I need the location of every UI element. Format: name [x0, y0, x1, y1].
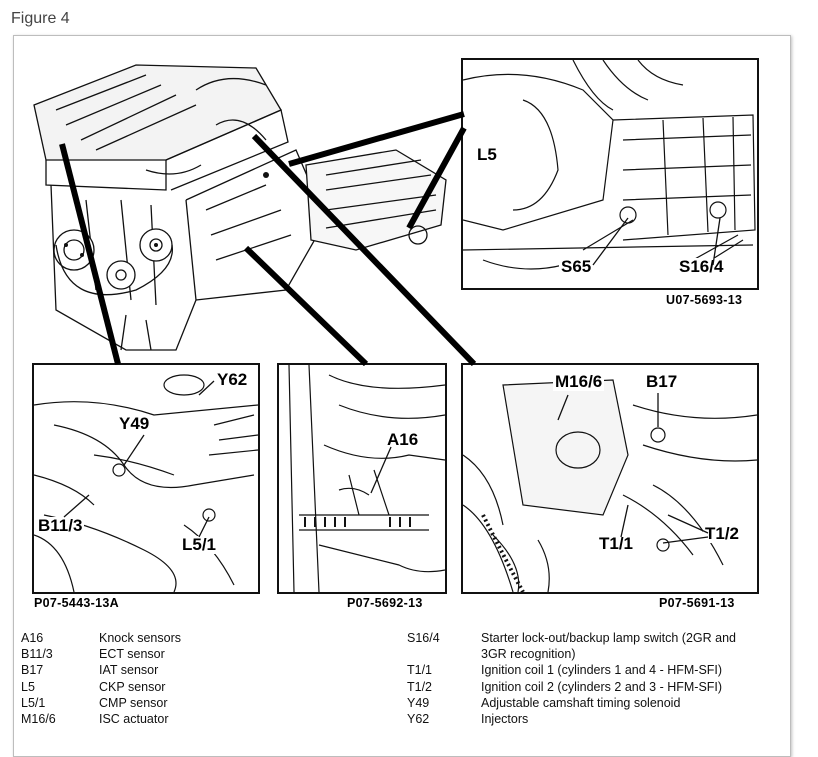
legend-code: M16/6: [21, 711, 56, 726]
legend-row: A16 Knock sensors: [21, 630, 381, 646]
legend-desc: CMP sensor: [99, 695, 168, 710]
legend-code: B11/3: [21, 647, 53, 662]
legend-desc: Ignition coil 1 (cylinders 1 and 4 - HFM…: [481, 663, 723, 678]
callout-Y62: Y62: [215, 370, 250, 389]
legend-desc: ISC actuator: [99, 711, 169, 726]
legend-code: Y62: [407, 711, 430, 726]
legend-desc: CKP sensor: [99, 679, 166, 694]
left-detail-illustration: [34, 374, 258, 592]
figure-frame: L5 S65 S16/4 U07-5693-13 Y62 Y49 B11/3 L…: [13, 35, 791, 757]
legend-row: B11/3 ECT sensor: [21, 646, 381, 662]
legend-code: Y49: [407, 695, 430, 710]
right-detail-illustration: [463, 379, 757, 592]
callout-S65: S65: [559, 257, 594, 276]
middle-detail-illustration: [288, 365, 445, 592]
panel-middle-detail: A16: [277, 363, 447, 594]
legend-row: S16/4 Starter lock-out/backup lamp switch…: [407, 630, 777, 646]
legend-desc: Starter lock-out/backup lamp switch (2GR…: [481, 631, 736, 645]
code-top-right: U07-5693-13: [666, 293, 743, 307]
panel-right-detail: M16/6 B17 T1/1 T1/2: [461, 363, 759, 594]
legend-row: T1/2 Ignition coil 2 (cylinders 2 and 3 -…: [407, 679, 777, 695]
legend-code: L5: [21, 679, 35, 694]
legend-row: Y62 Injectors: [407, 711, 777, 727]
legend-desc: Knock sensors: [99, 631, 181, 645]
legend-code: S16/4: [407, 631, 440, 645]
figure-title: Figure 4: [11, 10, 70, 27]
callout-M16-6: M16/6: [553, 372, 605, 391]
legend-desc: Injectors: [481, 711, 529, 726]
transmission-detail-illustration: [463, 60, 756, 270]
callout-B17: B17: [644, 372, 680, 391]
legend-row: 3GR recognition): [407, 646, 777, 662]
callout-B11-3: B11/3: [36, 516, 85, 535]
legend-code: T1/2: [407, 679, 433, 694]
legend-desc: ECT sensor: [99, 647, 165, 662]
callout-L5: L5: [475, 145, 499, 164]
legend-row: M16/6 ISC actuator: [21, 711, 381, 727]
legend-row: B17 IAT sensor: [21, 662, 381, 678]
legend-desc: Adjustable camshaft timing solenoid: [481, 695, 681, 710]
legend-row: T1/1 Ignition coil 1 (cylinders 1 and 4 -…: [407, 662, 777, 678]
code-bottom-middle: P07-5692-13: [347, 596, 423, 610]
legend-code: T1/1: [407, 663, 433, 678]
legend-left: A16 Knock sensors B11/3 ECT sensor B17 IAT …: [21, 630, 381, 727]
legend-row: Y49 Adjustable camshaft timing solenoid: [407, 695, 777, 711]
legend-code: B17: [21, 663, 44, 678]
callout-T1-2: T1/2: [703, 524, 742, 543]
callout-L5-1: L5/1: [180, 535, 219, 554]
code-bottom-left: P07-5443-13A: [34, 596, 119, 610]
panel-left-detail: Y62 Y49 B11/3 L5/1: [32, 363, 260, 594]
panel-transmission-detail: L5 S65 S16/4: [461, 58, 759, 290]
legend-desc: IAT sensor: [99, 663, 159, 678]
callout-S16-4: S16/4: [677, 257, 726, 276]
callout-T1-1: T1/1: [597, 534, 636, 553]
legend-row: L5/1 CMP sensor: [21, 695, 381, 711]
legend-desc: Ignition coil 2 (cylinders 2 and 3 - HFM…: [481, 679, 723, 694]
legend-code: A16: [21, 631, 44, 645]
legend-desc: 3GR recognition): [481, 647, 576, 662]
legend-row: L5 CKP sensor: [21, 679, 381, 695]
engine-illustration: [33, 64, 447, 351]
callout-A16: A16: [385, 430, 421, 449]
legend-right: S16/4 Starter lock-out/backup lamp switch…: [407, 630, 777, 727]
legend-code: L5/1: [21, 695, 46, 710]
callout-Y49: Y49: [117, 414, 152, 433]
code-bottom-right: P07-5691-13: [659, 596, 735, 610]
